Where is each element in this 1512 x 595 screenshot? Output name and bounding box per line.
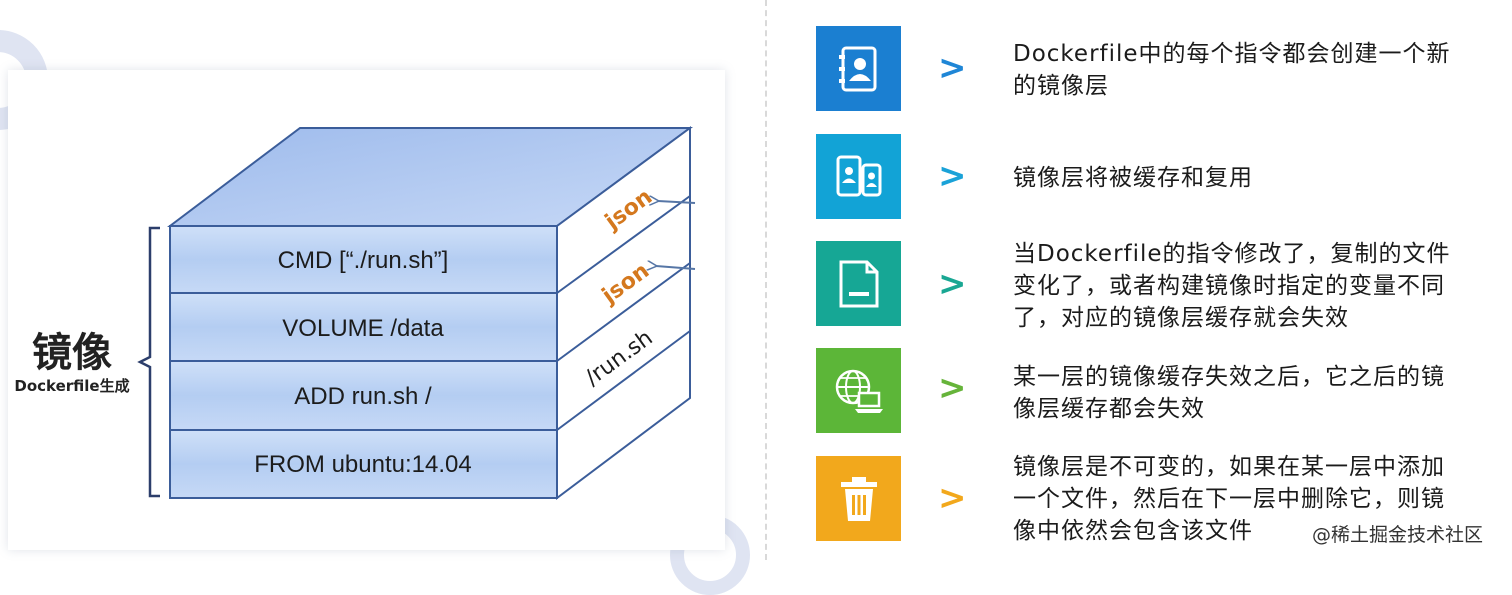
arrow-json-2 [656, 266, 696, 269]
globe-laptop-icon [835, 369, 883, 413]
layer-add-label: ADD run.sh / [294, 383, 432, 410]
dashed-divider [765, 0, 767, 560]
feature-3-line-2: 变化了，或者构建镜像时指定的变量不同 [1013, 273, 1445, 299]
left-brace [137, 226, 160, 498]
layer-from [169, 429, 558, 499]
feature-tile-3 [816, 241, 901, 326]
feature-5-line-1: 镜像层是不可变的，如果在某一层中添加 [1013, 454, 1445, 480]
chevron-icon-4: > [938, 368, 967, 408]
feature-tile-5 [816, 456, 901, 541]
layer-cmd-label: CMD [“./run.sh”] [278, 247, 449, 274]
layer-add [169, 360, 558, 431]
address-book-icon [838, 46, 876, 91]
feature-text-2: 镜像层将被缓存和复用 [1013, 162, 1510, 194]
feature-row-2: > 镜像层将被缓存和复用 [816, 134, 1506, 219]
feature-row-5: > 镜像层是不可变的，如果在某一层中添加 一个文件，然后在下一层中删除它，则镜 … [816, 454, 1506, 552]
right-face-divider-1 [556, 195, 691, 294]
feature-tile-1 [816, 26, 901, 111]
feature-1-line-2: 的镜像层 [1013, 73, 1109, 99]
image-layers-diagram: CMD [“./run.sh”] VOLUME /data ADD run.sh… [137, 126, 696, 501]
right-face-divider-2 [556, 262, 691, 362]
layer-from-label: FROM ubuntu:14.04 [254, 451, 471, 478]
arrow-json-1 [658, 201, 696, 203]
feature-3-line-3: 了，对应的镜像层缓存就会失效 [1013, 305, 1349, 331]
image-subtitle: Dockerfile生成 [14, 377, 130, 395]
trash-icon [840, 476, 877, 521]
image-title: 镜像 [32, 330, 112, 376]
feature-text-1: Dockerfile中的每个指令都会创建一个新 的镜像层 [1013, 38, 1510, 102]
feature-4-line-1: 某一层的镜像缓存失效之后，它之后的镜 [1013, 364, 1445, 390]
watermark: @稀土掘金技术社区 [1302, 520, 1494, 550]
feature-tile-2 [816, 134, 901, 219]
chevron-icon-2: > [938, 156, 967, 196]
layer-volume-label: VOLUME /data [282, 315, 444, 342]
feature-row-3: > 当Dockerfile的指令修改了，复制的文件 变化了，或者构建镜像时指定的… [816, 241, 1506, 337]
mobile-users-icon [836, 155, 881, 196]
right-face-divider-3 [556, 330, 691, 431]
feature-2-line-1: 镜像层将被缓存和复用 [1013, 165, 1253, 191]
feature-text-5: 镜像层是不可变的，如果在某一层中添加 一个文件，然后在下一层中删除它，则镜 像中… [1013, 451, 1510, 547]
feature-3-line-1: 当Dockerfile的指令修改了，复制的文件 [1013, 241, 1451, 267]
feature-5-line-2: 一个文件，然后在下一层中删除它，则镜 [1013, 486, 1445, 512]
image-label: 镜像 Dockerfile生成 [12, 330, 132, 396]
chevron-icon-3: > [938, 264, 967, 304]
feature-4-line-2: 像层缓存都会失效 [1013, 396, 1205, 422]
feature-text-4: 某一层的镜像缓存失效之后，它之后的镜 像层缓存都会失效 [1013, 361, 1510, 425]
chevron-icon-1: > [938, 48, 967, 88]
feature-text-3: 当Dockerfile的指令修改了，复制的文件 变化了，或者构建镜像时指定的变量… [1013, 238, 1510, 334]
feature-tile-4 [816, 348, 901, 433]
document-icon [839, 260, 878, 307]
layer-cmd [169, 225, 558, 294]
feature-1-line-1: Dockerfile中的每个指令都会创建一个新 [1013, 41, 1451, 67]
feature-5-line-3: 像中依然会包含该文件 [1013, 518, 1253, 544]
chevron-icon-5: > [938, 478, 967, 518]
feature-row-4: > 某一层的镜像缓存失效之后，它之后的镜 像层缓存都会失效 [816, 348, 1506, 433]
feature-row-1: > Dockerfile中的每个指令都会创建一个新 的镜像层 [816, 26, 1506, 111]
layer-volume [169, 292, 558, 362]
